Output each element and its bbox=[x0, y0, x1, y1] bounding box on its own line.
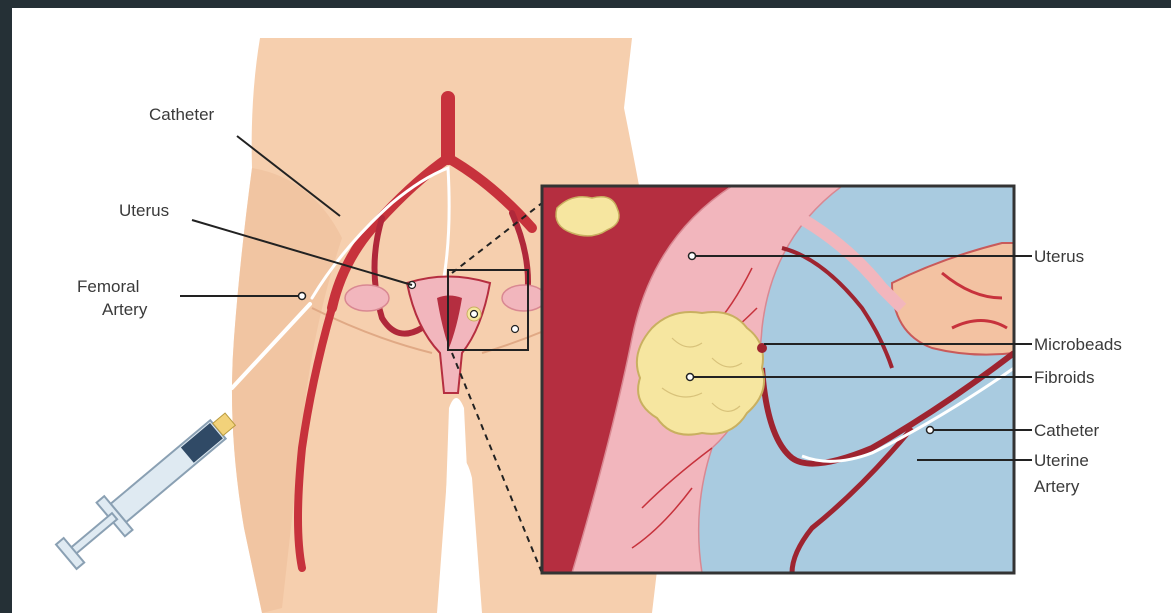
marker-inset-catheter bbox=[927, 427, 934, 434]
syringe-plunger bbox=[70, 513, 117, 554]
inset-fibroid bbox=[637, 312, 764, 435]
diagram-canvas: Catheter Uterus Femoral Artery Uterus Mi… bbox=[12, 8, 1171, 613]
marker-inset-uterus bbox=[689, 253, 696, 260]
marker-fibroids bbox=[687, 374, 694, 381]
label-inset-uterus: Uterus bbox=[1034, 247, 1084, 266]
ovary-right bbox=[502, 285, 546, 311]
catheter-marker-small bbox=[512, 326, 519, 333]
label-microbeads: Microbeads bbox=[1034, 335, 1122, 354]
label-catheter: Catheter bbox=[149, 105, 215, 124]
label-uterus: Uterus bbox=[119, 201, 169, 220]
marker-catheter bbox=[299, 293, 306, 300]
label-fibroids: Fibroids bbox=[1034, 368, 1094, 387]
syringe bbox=[52, 402, 244, 573]
label-inset-catheter: Catheter bbox=[1034, 421, 1100, 440]
label-uterine-artery-line2: Artery bbox=[1034, 477, 1080, 496]
label-femoral-artery-line2: Artery bbox=[102, 300, 148, 319]
uterine-fibroid-embolization-diagram: Catheter Uterus Femoral Artery Uterus Mi… bbox=[12, 8, 1171, 613]
label-femoral-artery-line1: Femoral bbox=[77, 277, 139, 296]
label-uterine-artery-line1: Uterine bbox=[1034, 451, 1089, 470]
inset-detail bbox=[542, 186, 1014, 573]
fibroid-marker-small bbox=[471, 311, 478, 318]
ovary-left bbox=[345, 285, 389, 311]
